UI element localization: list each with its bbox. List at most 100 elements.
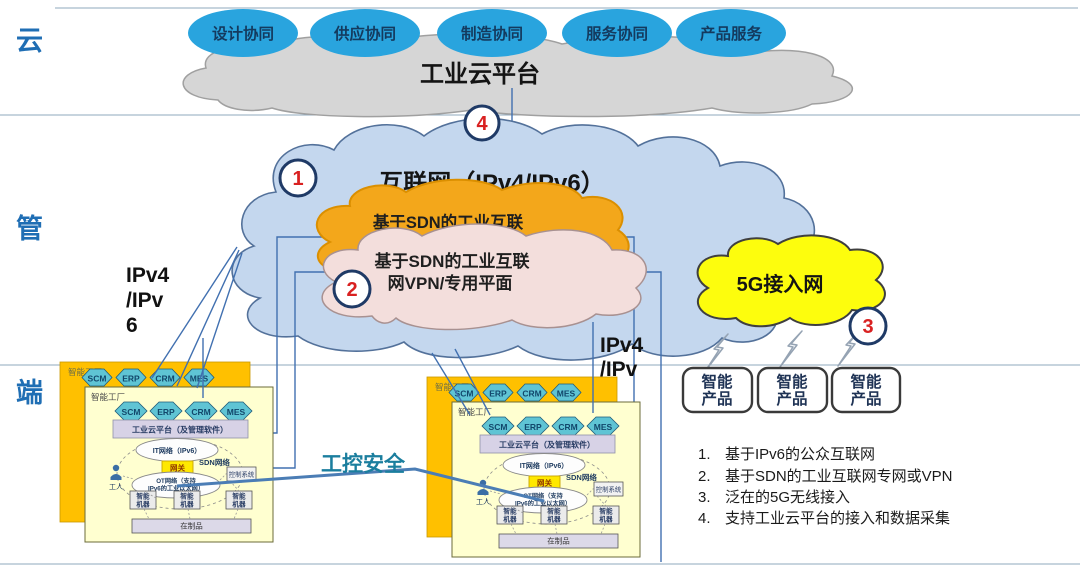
security-label: 工控安全 <box>321 452 406 476</box>
sdn-network-label: SDN网络 <box>199 457 230 467</box>
machine-label: 智能 <box>136 492 150 501</box>
service-label: 服务协同 <box>586 24 648 43</box>
machine-label: 机器 <box>503 515 517 524</box>
marker-circle <box>332 269 372 309</box>
hexagon-label: MES <box>227 407 246 417</box>
zone-label-network: 管 <box>16 214 43 244</box>
factory-left: 智能工厂 SCM ERP CRM MES 智能工厂 SCM ERP CRM ME… <box>59 361 274 543</box>
hexagon <box>516 383 548 402</box>
control-system-label: 控制系统 <box>596 485 622 494</box>
ipv-label-right: IPv4 /IPv <box>600 334 644 381</box>
markers: 1 2 3 4 <box>278 104 888 346</box>
hexagon-label: CRM <box>558 422 577 432</box>
wip-label: 在制品 <box>180 521 203 531</box>
service-ellipse <box>437 9 547 57</box>
machine-label: 机器 <box>599 515 613 524</box>
ipv-text: /IPv <box>126 289 164 312</box>
smart-products: 智能 产品 智能 产品 智能 产品 <box>681 366 902 414</box>
legend-number: 3. <box>698 489 711 506</box>
service-ellipse <box>188 9 298 57</box>
hexagon <box>448 383 480 402</box>
hexagon <box>149 368 181 387</box>
hexagon-label: SCM <box>455 389 474 399</box>
wip-bar <box>131 518 252 534</box>
service-ellipse <box>562 9 672 57</box>
marker-number: 1 <box>292 168 303 190</box>
plane-link-b <box>273 271 662 562</box>
service-label: 设计协同 <box>212 24 274 43</box>
hexagon-label: SCM <box>88 374 107 384</box>
smart-product-box <box>756 366 829 414</box>
machine-box <box>496 505 524 525</box>
marker-number: 3 <box>862 316 873 338</box>
factory-front-label: 智能工厂 <box>91 392 125 402</box>
zone-label-edge: 端 <box>16 378 43 408</box>
smart-product-label: 产品 <box>776 389 807 408</box>
it-network-label: IT网络（IPv6） <box>520 461 569 470</box>
worker-icon <box>477 489 489 495</box>
hexagon-label: SCM <box>489 422 508 432</box>
hexagon <box>183 368 215 387</box>
platform-box <box>112 419 249 439</box>
factory-right: 智能工厂 SCM ERP CRM MES 智能工厂 SCM ERP CRM ME… <box>426 376 641 558</box>
machine-label: 机器 <box>180 500 194 509</box>
hexagon-label: CRM <box>191 407 210 417</box>
g5-cloud-label: 5G接入网 <box>737 273 824 296</box>
worker-icon <box>112 464 120 472</box>
legend-text: 基于IPv6的公众互联网 <box>725 446 875 463</box>
hexagon <box>482 383 514 402</box>
vpn-cloud-shape <box>321 223 647 331</box>
legend-number: 4. <box>698 510 711 527</box>
marker-number: 4 <box>476 113 488 135</box>
factory-dashed-links <box>489 487 607 535</box>
hexagon-label: CRM <box>155 374 174 384</box>
platform-label: 工业云平台（及管理软件） <box>132 425 228 435</box>
machine-label: 智能 <box>180 492 194 501</box>
factory-back-label: 智能工厂 <box>68 367 102 377</box>
hexagon <box>115 368 147 387</box>
marker-circle <box>848 306 888 346</box>
ipv-text: IPv4 <box>600 334 644 357</box>
worker-icon <box>110 474 122 480</box>
smart-product-label: 产品 <box>850 389 881 408</box>
vpn-cloud-label-line2: 网VPN/专用平面 <box>388 273 513 293</box>
vpn-cloud-label-line1: 基于SDN的工业互联 <box>374 251 530 271</box>
service-label: 供应协同 <box>333 24 396 43</box>
marker-circle <box>463 104 501 142</box>
hexagon <box>81 368 113 387</box>
marker-number: 2 <box>346 279 357 301</box>
security-link-line <box>176 467 545 503</box>
smart-product-label: 智能 <box>701 372 733 391</box>
ipv-text: /IPv <box>600 358 638 381</box>
wip-bar <box>498 533 619 549</box>
worker-label: 工人 <box>476 498 490 506</box>
machine-box <box>129 490 157 510</box>
service-ellipse <box>310 9 420 57</box>
sdn-network-label: SDN网络 <box>566 472 597 482</box>
ipv-label-left: IPv4 /IPv 6 <box>126 264 170 337</box>
factory-dashed-links <box>122 472 240 520</box>
hexagon-label: ERP <box>122 374 140 384</box>
machine-label: 机器 <box>547 515 561 524</box>
legend: 1. 基于IPv6的公众互联网 2. 基于SDN的工业互联网专网或VPN 3. … <box>698 446 953 527</box>
machine-box <box>173 490 201 510</box>
smart-product-box <box>681 366 754 414</box>
legend-text: 基于SDN的工业互联网专网或VPN <box>725 468 953 485</box>
hexagon-label: MES <box>557 389 576 399</box>
service-ellipses: 设计协同 供应协同 制造协同 服务协同 产品服务 <box>188 9 786 57</box>
machine-label: 机器 <box>232 500 246 509</box>
legend-text: 泛在的5G无线接入 <box>725 489 850 506</box>
g5-cloud-shape <box>696 234 886 328</box>
hexagon-label: MES <box>190 374 209 384</box>
machine-box <box>540 505 568 525</box>
hexagon-label: SCM <box>122 407 141 417</box>
smart-product-label: 智能 <box>776 372 808 391</box>
smart-product-label: 产品 <box>701 389 732 408</box>
ot-network-label: OT网络（支持 <box>523 492 563 500</box>
platform-box <box>479 434 616 454</box>
it-network-label: IT网络（IPv6） <box>153 446 202 455</box>
legend-number: 1. <box>698 446 711 463</box>
smart-product-box <box>830 366 902 414</box>
factory-front-label: 智能工厂 <box>458 407 492 417</box>
